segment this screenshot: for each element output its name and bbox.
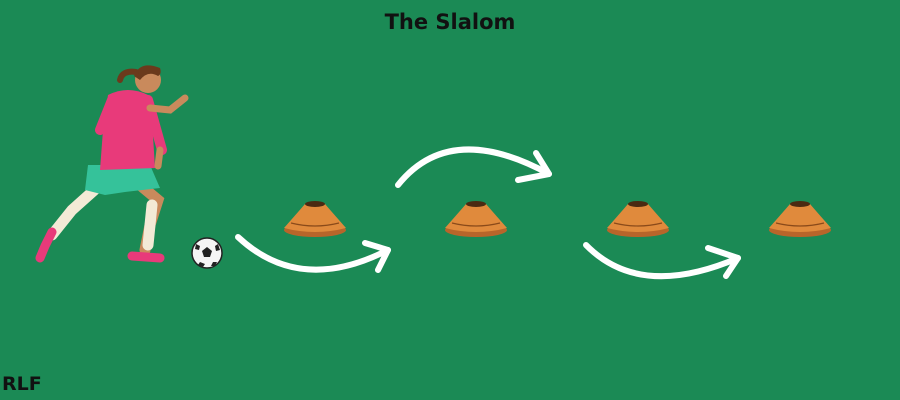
curved-arrow-icon [235, 234, 391, 273]
soccer-ball-icon [191, 237, 223, 269]
credit-label: RLF [2, 373, 42, 395]
curved-arrow-icon [395, 146, 552, 188]
curved-arrow-icon [583, 242, 741, 280]
page-title: The Slalom [384, 10, 516, 34]
player-illustration [35, 65, 189, 263]
